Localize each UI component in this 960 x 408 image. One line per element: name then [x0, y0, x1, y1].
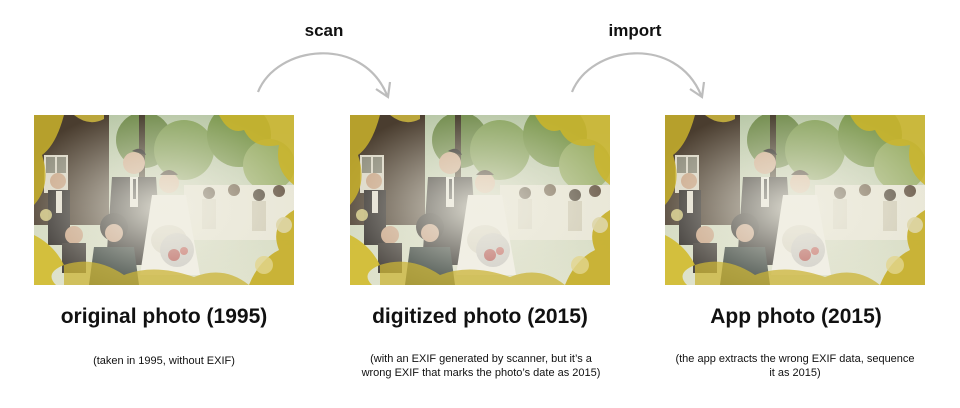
original-photo-image: [34, 115, 294, 285]
digitized-photo-caption: (with an EXIF generated by scanner, but …: [361, 353, 601, 379]
app-photo-caption: (the app extracts the wrong EXIF data, s…: [675, 353, 915, 379]
digitized-photo-image: [350, 115, 610, 285]
scan-arrow-icon: [256, 52, 392, 99]
original-photo-title: original photo (1995): [60, 305, 268, 328]
import-arrow-icon: [570, 52, 706, 99]
original-photo-caption: (taken in 1995, without EXIF): [93, 355, 235, 367]
import-label: import: [608, 21, 662, 40]
scan-label: scan: [304, 21, 344, 40]
app-photo-image: [665, 115, 925, 285]
digitized-photo-title: digitized photo (2015): [372, 305, 588, 328]
app-photo-title: App photo (2015): [710, 305, 882, 328]
